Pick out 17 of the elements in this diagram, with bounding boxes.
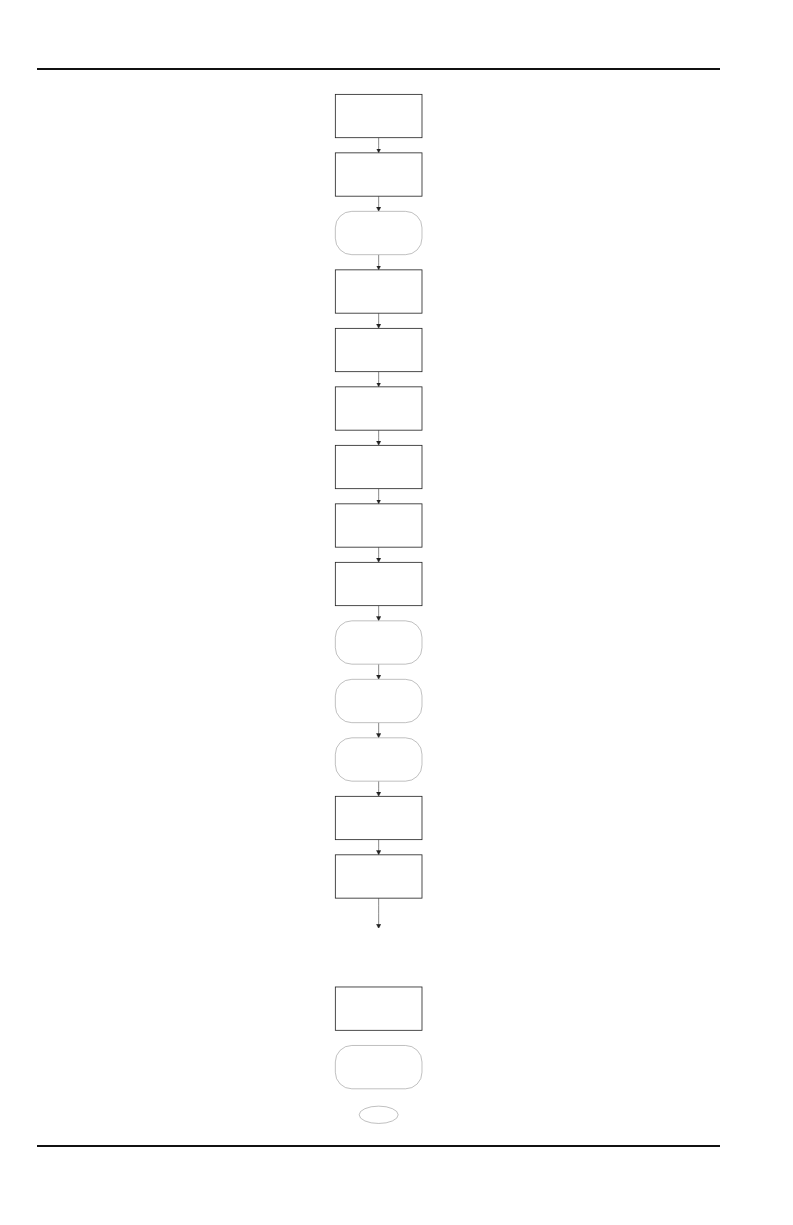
rounded-box (334, 679, 423, 723)
rounded-box (334, 211, 423, 255)
ellipse (358, 1105, 399, 1124)
process-box (334, 444, 423, 490)
process-box (334, 795, 423, 841)
process-box (334, 269, 423, 314)
process-box (334, 561, 423, 607)
process-box (334, 854, 423, 899)
process-box (334, 503, 423, 548)
process-box (334, 93, 423, 139)
process-box (334, 152, 423, 197)
process-box (334, 986, 423, 1031)
process-box (334, 327, 423, 373)
process-box (334, 386, 423, 431)
rounded-box (334, 620, 423, 665)
rounded-box (334, 737, 423, 782)
rounded-box (334, 1045, 423, 1090)
